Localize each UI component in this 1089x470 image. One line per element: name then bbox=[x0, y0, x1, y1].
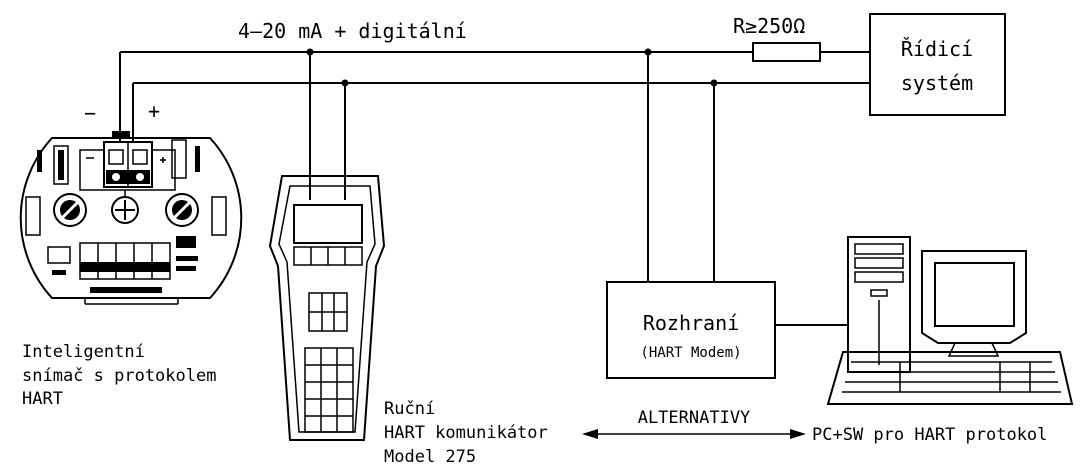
sensor-caption-line2: snímač s protokolem bbox=[22, 366, 216, 386]
communicator-keypad bbox=[304, 347, 354, 433]
sensor-plus-sign: + bbox=[148, 99, 160, 123]
control-system-line2: systém bbox=[901, 71, 973, 95]
signal-label: 4–20 mA + digitální bbox=[238, 19, 467, 43]
pc-keyboard bbox=[826, 351, 1074, 405]
communicator-screen bbox=[293, 204, 363, 244]
interface-line1: Rozhraní bbox=[643, 311, 739, 335]
control-system-line1: Řídicí bbox=[901, 37, 973, 61]
sensor-knob bbox=[53, 193, 87, 227]
control-system-box: Řídicí systém bbox=[869, 13, 1006, 116]
sensor-minus-sign: − bbox=[84, 101, 96, 125]
pc-monitor bbox=[921, 250, 1027, 344]
smart-sensor: − + bbox=[19, 99, 243, 305]
resistor-symbol bbox=[752, 42, 821, 62]
communicator-caption-line3: Model 275 bbox=[384, 447, 476, 467]
hart-modem-box: Rozhraní (HART Modem) bbox=[606, 281, 776, 379]
resistor-label: R≥250Ω bbox=[733, 14, 805, 38]
communicator-body bbox=[268, 175, 386, 441]
junction-dot bbox=[306, 48, 314, 56]
pc-monitor-screen bbox=[934, 262, 1015, 327]
alternatives-label: ALTERNATIVY bbox=[638, 408, 751, 428]
sensor-knob bbox=[165, 193, 199, 227]
arrow-right-head bbox=[790, 429, 806, 439]
hart-communicator bbox=[268, 175, 386, 441]
sensor-caption-line1: Inteligentní bbox=[22, 342, 145, 362]
arrow-left-head bbox=[582, 429, 598, 439]
junction-dot bbox=[710, 79, 718, 87]
pc-caption: PC+SW pro HART protokol bbox=[812, 425, 1047, 445]
sensor-housing bbox=[19, 137, 243, 299]
interface-line2: (HART Modem) bbox=[640, 345, 741, 361]
pc-workstation bbox=[826, 236, 1074, 405]
sensor-caption-line3: HART bbox=[22, 389, 63, 409]
junction-dot bbox=[341, 79, 349, 87]
alternatives-arrow: ALTERNATIVY bbox=[582, 408, 806, 439]
terminal-strip bbox=[79, 242, 171, 280]
communicator-caption-line2: HART komunikátor bbox=[384, 423, 548, 443]
communicator-caption-line1: Ruční bbox=[384, 399, 435, 419]
junction-dot bbox=[644, 48, 652, 56]
signal-wiring bbox=[119, 48, 870, 282]
